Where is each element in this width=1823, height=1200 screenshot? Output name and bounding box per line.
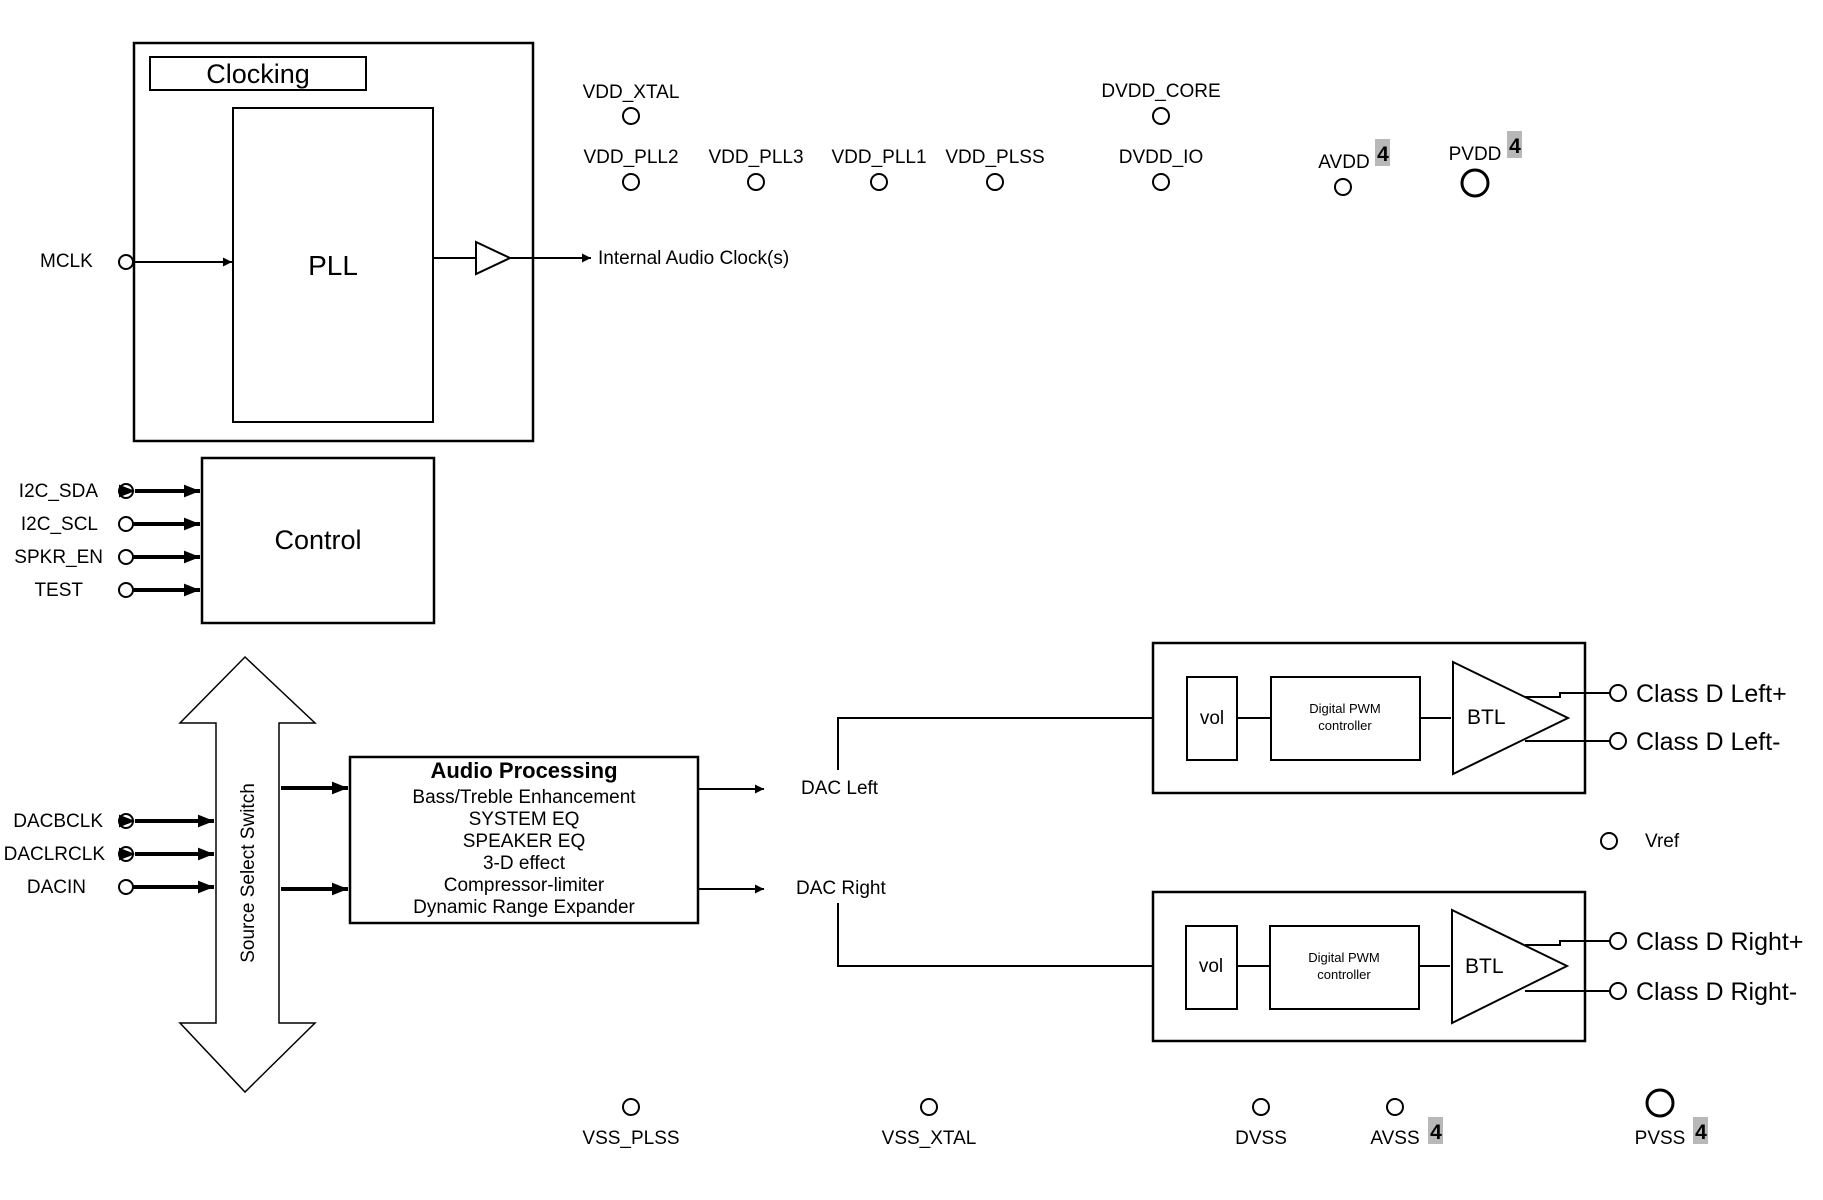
- amp-right-vol: vol: [1199, 956, 1223, 977]
- pin-dacbclk: DACBCLK: [13, 811, 103, 832]
- control-title: Control: [274, 525, 361, 555]
- pin-i2c-scl: I2C_SCL: [21, 514, 98, 535]
- pin-dvss: DVSS: [1235, 1128, 1287, 1149]
- feature-system-eq: SYSTEM EQ: [469, 809, 580, 830]
- mclk-pin: MCLK: [40, 251, 232, 272]
- supply-pins: VDD_XTAL VDD_PLL2 VDD_PLL3 VDD_PLL1 VDD_…: [583, 81, 1522, 198]
- amp-right-pwm-line2: controller: [1317, 967, 1371, 982]
- internal-clock-label: Internal Audio Clock(s): [598, 248, 789, 269]
- pin-vss-xtal: VSS_XTAL: [882, 1128, 977, 1149]
- pin-pvss: PVSS: [1635, 1128, 1686, 1149]
- pin-dvdd-core: DVDD_CORE: [1101, 81, 1220, 102]
- amp-left-btl: BTL: [1467, 706, 1506, 729]
- avdd-note-badge: 4: [1377, 143, 1389, 166]
- dac-right-label: DAC Right: [796, 878, 886, 899]
- pvss-note-badge: 4: [1695, 1121, 1707, 1144]
- clocking-block: Clocking PLL: [132, 41, 591, 443]
- pin-i2c-sda: I2C_SDA: [19, 481, 99, 502]
- feature-expander: Dynamic Range Expander: [413, 897, 635, 918]
- pin-avdd: AVDD: [1318, 152, 1369, 173]
- audio-processing-block: Audio Processing Bass/Treble Enhancement…: [348, 755, 700, 925]
- pin-pvdd: PVDD: [1449, 144, 1502, 165]
- feature-compressor: Compressor-limiter: [444, 875, 605, 896]
- mclk-label: MCLK: [40, 251, 93, 272]
- control-pins: I2C_SDA I2C_SCL SPKR_EN TEST: [14, 481, 200, 601]
- vref-pin: Vref: [1600, 831, 1680, 852]
- pin-dacin: DACIN: [27, 877, 86, 898]
- pin-spkr-en: SPKR_EN: [14, 547, 103, 568]
- amp-left-pwm-line2: controller: [1318, 718, 1372, 733]
- class-d-right-plus: Class D Right+: [1636, 928, 1803, 956]
- ground-pins: VSS_PLSS VSS_XTAL DVSS AVSS 4 PVSS 4: [582, 1088, 1708, 1149]
- audio-input-pins: DACBCLK DACLRCLK DACIN: [4, 811, 214, 898]
- avdd-note-badge-bg: [1375, 139, 1390, 166]
- source-select-switch: Source Select Switch: [178, 655, 317, 1094]
- pin-dvdd-io: DVDD_IO: [1119, 147, 1203, 168]
- amp-left-vol: vol: [1200, 708, 1224, 729]
- pin-daclrclk: DACLRCLK: [4, 844, 106, 865]
- amp-left-pwm-line1: Digital PWM: [1309, 701, 1381, 716]
- dac-left-label: DAC Left: [801, 778, 879, 799]
- pin-vdd-pll3: VDD_PLL3: [708, 147, 803, 168]
- class-d-left-minus: Class D Left-: [1636, 728, 1780, 756]
- vref-label: Vref: [1645, 831, 1680, 852]
- feature-bass-treble: Bass/Treble Enhancement: [412, 787, 636, 808]
- audio-processing-title: Audio Processing: [430, 758, 617, 783]
- source-switch-label: Source Select Switch: [238, 783, 259, 963]
- pin-test: TEST: [34, 580, 83, 601]
- pin-vdd-pll2: VDD_PLL2: [583, 147, 678, 168]
- feature-3d-effect: 3-D effect: [483, 853, 566, 874]
- amp-right-pwm-line1: Digital PWM: [1308, 950, 1380, 965]
- pvdd-note-badge-bg: [1507, 131, 1522, 158]
- clocking-title: Clocking: [206, 59, 310, 89]
- pin-vss-plss: VSS_PLSS: [582, 1128, 679, 1149]
- feature-speaker-eq: SPEAKER EQ: [463, 831, 586, 852]
- avss-note-badge-bg: [1428, 1117, 1443, 1144]
- pin-vdd-plss: VDD_PLSS: [945, 147, 1044, 168]
- amp-right-block: vol Digital PWM controller BTL Class D R…: [1151, 890, 1803, 1043]
- control-block: Control: [200, 456, 436, 625]
- avss-note-badge: 4: [1430, 1121, 1442, 1144]
- class-d-right-minus: Class D Right-: [1636, 978, 1797, 1006]
- amp-right-btl: BTL: [1465, 955, 1504, 978]
- amp-left-block: vol Digital PWM controller BTL Class D L…: [1151, 641, 1787, 795]
- pvdd-note-badge: 4: [1509, 135, 1521, 158]
- pvss-note-badge-bg: [1693, 1117, 1708, 1144]
- pll-label: PLL: [308, 250, 358, 281]
- pin-vdd-xtal: VDD_XTAL: [583, 82, 680, 103]
- pin-avss: AVSS: [1370, 1128, 1419, 1149]
- pin-vdd-pll1: VDD_PLL1: [831, 147, 926, 168]
- class-d-left-plus: Class D Left+: [1636, 680, 1787, 708]
